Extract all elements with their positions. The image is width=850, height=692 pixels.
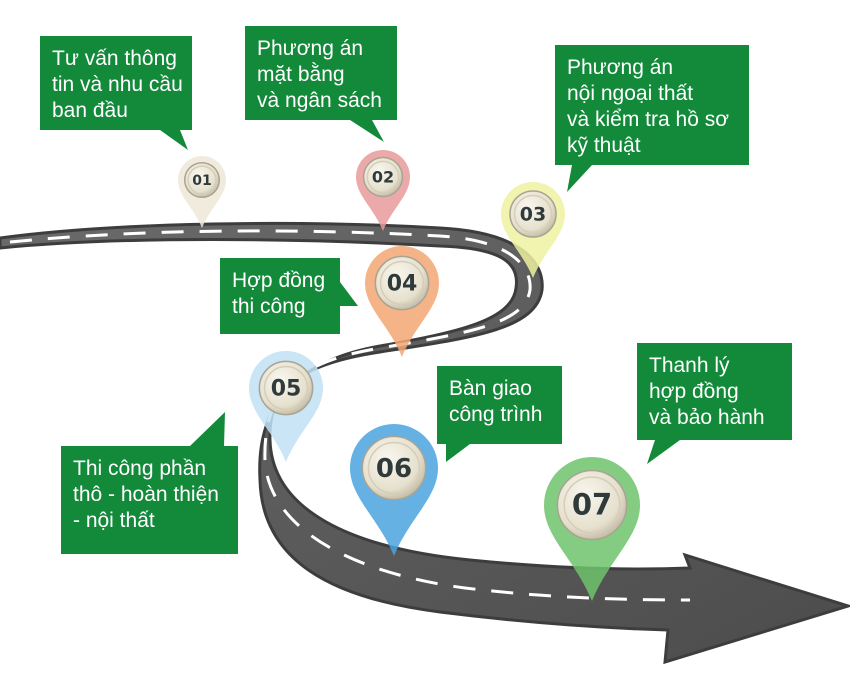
step-05-line-1: Thi công phần	[73, 457, 207, 480]
pin-disc	[362, 156, 404, 198]
step-03-line-4: kỹ thuật	[567, 134, 641, 157]
road-surface	[0, 221, 850, 665]
pin-disc-ring	[513, 194, 553, 234]
step-05-number: 05	[271, 376, 302, 401]
step-01-callout: Tư vấn thông tin và nhu cầu ban đầu	[40, 36, 192, 130]
step-07-line-3: và bảo hành	[649, 406, 765, 429]
pointer-03	[567, 165, 592, 192]
pointer-05	[190, 412, 225, 446]
pin-disc	[509, 190, 557, 238]
step-04-number: 04	[387, 271, 418, 296]
pointer-07	[647, 440, 680, 464]
pin-disc	[183, 161, 221, 199]
pointer-02	[350, 120, 384, 142]
step-pins: 01 02 03 04 05 06 07	[178, 150, 640, 601]
pin-disc-ring	[366, 160, 400, 194]
step-07-line-2: hợp đồng	[649, 380, 739, 403]
road	[0, 221, 850, 665]
step-06-number: 06	[376, 454, 412, 484]
step-07-line-1: Thanh lý	[649, 354, 730, 377]
road-lane-markings	[9, 229, 691, 602]
step-06-callout: Bàn giao công trình	[437, 366, 562, 444]
step-01-line-2: tin và nhu cầu	[52, 73, 183, 96]
pin-disc	[258, 360, 314, 416]
step-07-number: 07	[572, 488, 612, 522]
step-07-callout: Thanh lý hợp đồng và bảo hành	[637, 343, 792, 440]
callout-pointers	[160, 120, 680, 464]
pin-step-05: 05	[249, 350, 324, 462]
pin-disc-ring	[367, 441, 421, 495]
pin-step-07: 07	[544, 457, 640, 601]
pin-disc-ring	[563, 476, 621, 534]
pin-step-02: 02	[356, 150, 410, 231]
pointer-04	[340, 282, 358, 306]
step-06-line-1: Bàn giao	[449, 377, 532, 400]
step-02-line-3: và ngân sách	[257, 89, 382, 112]
step-06-line-2: công trình	[449, 403, 543, 426]
step-02-line-1: Phương án	[257, 37, 364, 60]
step-04-line-2: thi công	[232, 295, 306, 318]
step-05-line-2: thô - hoàn thiện	[73, 483, 219, 506]
step-01-line-3: ban đầu	[52, 99, 128, 122]
step-02-callout: Phương án mặt bằng và ngân sách	[245, 26, 397, 120]
step-02-number: 02	[372, 167, 394, 186]
pin-step-03: 03	[501, 182, 565, 278]
step-03-number: 03	[520, 203, 546, 225]
pin-disc	[361, 435, 427, 501]
pin-disc-ring	[187, 165, 217, 195]
step-03-line-1: Phương án	[567, 56, 674, 79]
step-02-line-2: mặt bằng	[257, 63, 345, 86]
pin-step-01: 01	[178, 156, 226, 228]
step-03-line-2: nội ngoại thất	[567, 82, 694, 105]
pin-step-04: 04	[365, 246, 439, 357]
pin-disc-ring	[379, 260, 425, 306]
pointer-06	[446, 444, 470, 462]
step-03-line-3: và kiểm tra hồ sơ	[567, 108, 729, 131]
pin-disc	[374, 255, 430, 311]
pin-disc	[556, 469, 628, 541]
step-04-callout: Hợp đồng thi công	[220, 258, 340, 334]
step-01-number: 01	[192, 173, 211, 189]
step-05-line-3: - nội thất	[73, 509, 155, 532]
step-01-line-1: Tư vấn thông	[52, 47, 177, 70]
step-05-callout: Thi công phần thô - hoàn thiện - nội thấ…	[61, 446, 238, 554]
step-04-line-1: Hợp đồng	[232, 269, 326, 292]
pin-step-06: 06	[350, 424, 438, 556]
pin-disc-ring	[263, 365, 309, 411]
step-03-callout: Phương án nội ngoại thất và kiểm tra hồ …	[555, 45, 749, 165]
pointer-01	[160, 130, 188, 150]
